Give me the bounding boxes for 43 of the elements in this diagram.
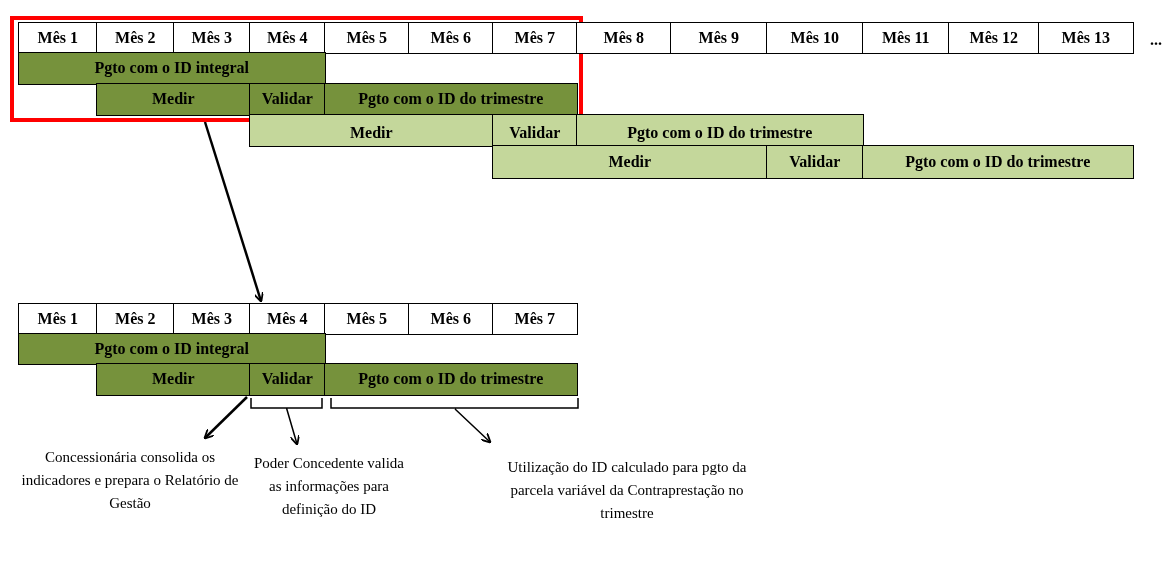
phase-bar: Medir: [96, 83, 251, 116]
arrow: [203, 396, 248, 440]
phase-bar: Validar: [249, 363, 326, 396]
phase-bar: Pgto com o ID integral: [18, 52, 326, 85]
phase-bar: Pgto com o ID do trimestre: [324, 83, 578, 116]
note-text: Utilização do ID calculado para pgto da parcela variável da Contraprestação no trimestre: [496, 452, 758, 548]
arrow: [203, 121, 264, 303]
month-header-cell: Mês 1: [18, 303, 98, 335]
month-header-cell: Mês 9: [670, 22, 768, 54]
month-header-cell: Mês 8: [576, 22, 672, 54]
month-header-cell: Mês 4: [249, 22, 326, 54]
month-header-cell: Mês 5: [324, 22, 410, 54]
note-text: Poder Concedente valida as informações para definição do ID: [248, 448, 410, 563]
month-header-cell: Mês 6: [408, 303, 494, 335]
month-header-cell: Mês 2: [96, 22, 175, 54]
bracket-arrow: [330, 397, 579, 444]
phase-bar: Pgto com o ID do trimestre: [862, 145, 1134, 179]
month-header-cell: Mês 5: [324, 303, 410, 335]
highlight-frame: [10, 16, 583, 122]
month-header-cell: Mês 7: [492, 303, 578, 335]
phase-bar: Validar: [492, 114, 578, 147]
bracket-arrow: [250, 397, 323, 446]
month-header-cell: Mês 12: [948, 22, 1040, 54]
phase-bar: Medir: [96, 363, 251, 396]
phase-bar: Pgto com o ID do trimestre: [324, 363, 578, 396]
phase-bar: Medir: [492, 145, 768, 179]
ellipsis-text: ...: [1150, 30, 1162, 50]
month-header-cell: Mês 3: [173, 303, 251, 335]
month-header-cell: Mês 11: [862, 22, 950, 54]
month-header-cell: Mês 13: [1038, 22, 1134, 54]
month-header-cell: Mês 7: [492, 22, 578, 54]
month-header-cell: Mês 1: [18, 22, 98, 54]
month-header-cell: Mês 4: [249, 303, 326, 335]
phase-bar: Validar: [249, 83, 326, 116]
month-header-cell: Mês 3: [173, 22, 251, 54]
month-header-cell: Mês 10: [766, 22, 864, 54]
phase-bar: Validar: [766, 145, 864, 179]
phase-bar: Medir: [249, 114, 494, 147]
month-header-cell: Mês 6: [408, 22, 494, 54]
phase-bar: Pgto com o ID integral: [18, 333, 326, 365]
month-header-cell: Mês 2: [96, 303, 175, 335]
note-text: Concessionária consolida os indicadores e prepara o Relatório de Gestão: [14, 442, 246, 514]
phase-bar: Pgto com o ID do trimestre: [576, 114, 864, 147]
